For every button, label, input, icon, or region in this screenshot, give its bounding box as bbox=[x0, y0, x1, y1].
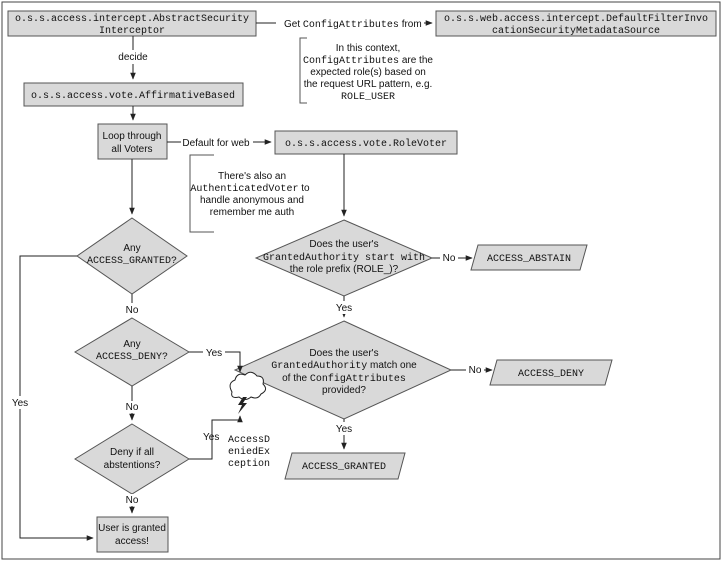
role-prefix-decision: Does the user's GrantedAuthority start w… bbox=[254, 219, 434, 297]
role-prefix-line1: Does the user's bbox=[309, 239, 378, 250]
default-for-web-label: Default for web bbox=[182, 138, 250, 149]
role-prefix-line3: the role prefix (ROLE_)? bbox=[290, 264, 399, 275]
exception-line3: ception bbox=[228, 458, 270, 470]
role-voter-label: o.s.s.access.vote.RoleVoter bbox=[285, 138, 447, 150]
access-abstain-output: ACCESS_ABSTAIN bbox=[470, 244, 588, 271]
context-note-line5: ROLE_USER bbox=[341, 92, 395, 103]
no-label-3: No bbox=[126, 495, 139, 506]
yes-label-deny: Yes bbox=[206, 348, 222, 359]
authenticated-note-line4: remember me auth bbox=[210, 207, 294, 218]
match-config-line4: provided? bbox=[322, 385, 366, 396]
role-prefix-line2: GrantedAuthority start with bbox=[263, 252, 425, 264]
match-config-line1: Does the user's bbox=[309, 348, 378, 359]
abstract-interceptor-line1: o.s.s.access.intercept.AbstractSecurity bbox=[15, 13, 249, 25]
any-granted-line2: ACCESS_GRANTED? bbox=[87, 256, 177, 267]
user-granted-line2: access! bbox=[115, 536, 149, 547]
exception-cloud-icon bbox=[229, 371, 267, 414]
no-label-1: No bbox=[126, 305, 139, 316]
loop-voters-node: Loop through all Voters bbox=[97, 123, 168, 160]
match-config-line2: GrantedAuthority match one bbox=[271, 360, 417, 372]
exception-label: AccessD eniedEx ception bbox=[228, 435, 270, 470]
user-granted-line1: User is granted bbox=[98, 523, 166, 534]
yes-label-left: Yes bbox=[12, 398, 28, 409]
access-deny-output: ACCESS_DENY bbox=[489, 359, 613, 386]
no-label-2: No bbox=[126, 402, 139, 413]
exception-line1: AccessD bbox=[228, 435, 270, 446]
access-deny-label: ACCESS_DENY bbox=[518, 369, 584, 380]
context-note: In this context, ConfigAttributes are th… bbox=[299, 37, 433, 104]
context-note-line3: expected role(s) based on bbox=[310, 67, 426, 78]
abstract-security-interceptor-node: o.s.s.access.intercept.AbstractSecurity … bbox=[7, 10, 257, 37]
access-abstain-label: ACCESS_ABSTAIN bbox=[487, 254, 571, 265]
edge-labels: Get ConfigAttributes from decide Default… bbox=[8, 16, 484, 506]
authenticated-note-line3: handle anonymous and bbox=[200, 195, 304, 206]
any-deny-line1: Any bbox=[123, 339, 140, 350]
access-granted-output: ACCESS_GRANTED bbox=[284, 452, 406, 480]
user-granted-node: User is granted access! bbox=[96, 516, 169, 553]
match-config-line3: of the ConfigAttributes bbox=[282, 373, 406, 385]
metadata-source-line1: o.s.s.web.access.intercept.DefaultFilter… bbox=[444, 13, 708, 25]
no-label-prefix: No bbox=[443, 253, 456, 264]
context-note-line1: In this context, bbox=[336, 43, 400, 54]
loop-voters-line2: all Voters bbox=[111, 144, 152, 155]
edge-yes-abstentions-exception bbox=[189, 415, 243, 460]
authenticated-voter-note: There's also an AuthenticatedVoter to ha… bbox=[189, 154, 310, 233]
match-config-decision: Does the user's GrantedAuthority match o… bbox=[233, 320, 453, 420]
role-voter-node: o.s.s.access.vote.RoleVoter bbox=[274, 130, 458, 155]
no-label-match: No bbox=[469, 365, 482, 376]
affirmative-based-node: o.s.s.access.vote.AffirmativeBased bbox=[23, 82, 244, 107]
any-deny-line2: ACCESS_DENY? bbox=[96, 352, 168, 363]
yes-label-prefix: Yes bbox=[336, 303, 352, 314]
deny-abstentions-decision: Deny if all abstentions? bbox=[74, 423, 190, 495]
any-granted-line1: Any bbox=[123, 243, 140, 254]
authenticated-note-line1: There's also an bbox=[218, 171, 286, 182]
loop-voters-line1: Loop through bbox=[103, 131, 162, 142]
deny-abstentions-line1: Deny if all bbox=[110, 447, 154, 458]
exception-line2: eniedEx bbox=[228, 446, 270, 458]
metadata-source-node: o.s.s.web.access.intercept.DefaultFilter… bbox=[435, 10, 717, 37]
deny-abstentions-line2: abstentions? bbox=[104, 460, 161, 471]
any-granted-decision: Any ACCESS_GRANTED? bbox=[76, 217, 188, 295]
any-deny-decision: Any ACCESS_DENY? bbox=[74, 317, 190, 387]
abstract-interceptor-line2: Interceptor bbox=[99, 26, 165, 37]
affirmative-based-label: o.s.s.access.vote.AffirmativeBased bbox=[31, 90, 235, 102]
get-config-label: Get ConfigAttributes from bbox=[284, 19, 422, 31]
access-granted-label: ACCESS_GRANTED bbox=[302, 462, 386, 473]
yes-label-abstentions: Yes bbox=[203, 432, 219, 443]
decide-label: decide bbox=[118, 52, 148, 63]
authenticated-note-line2: AuthenticatedVoter to bbox=[190, 183, 310, 195]
yes-label-match: Yes bbox=[336, 424, 352, 435]
metadata-source-line2: cationSecurityMetadataSource bbox=[492, 25, 660, 37]
context-note-line4: the request URL pattern, e.g. bbox=[304, 79, 433, 90]
context-note-line2: ConfigAttributes are the bbox=[303, 55, 433, 67]
